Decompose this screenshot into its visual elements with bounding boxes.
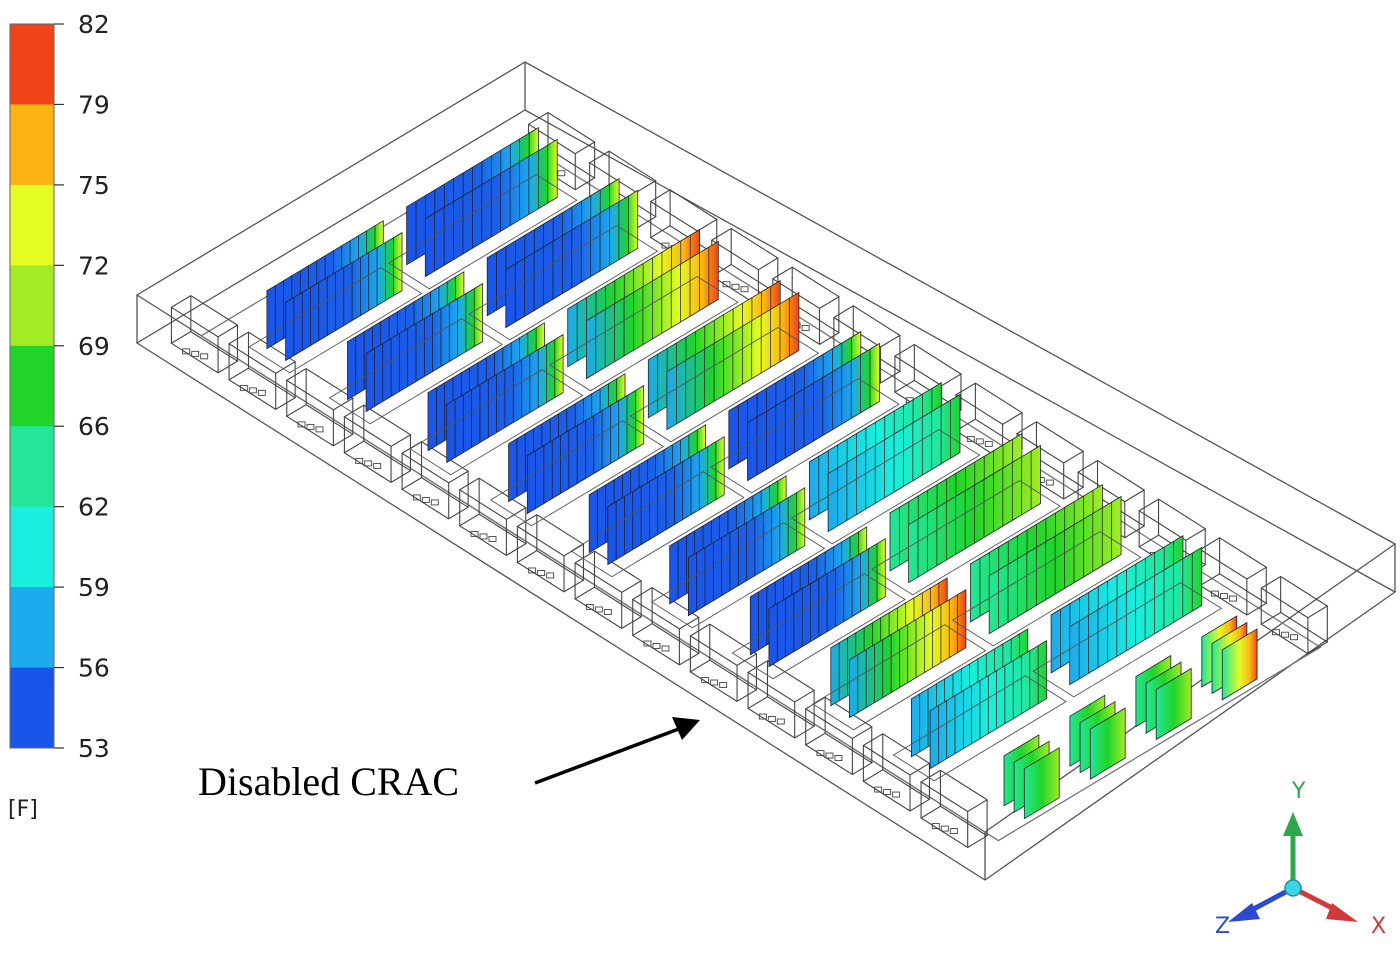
colorbar-segment xyxy=(10,667,54,749)
small-rack-block xyxy=(1003,734,1060,820)
crac-unit xyxy=(458,477,527,557)
rack-row-section xyxy=(548,228,739,392)
crac-unit xyxy=(631,587,700,666)
rack-row-section xyxy=(1032,534,1223,698)
colorbar-tick-label: 72 xyxy=(78,251,110,280)
colorbar-tick-label: 69 xyxy=(78,332,110,361)
temperature-colorbar xyxy=(9,23,55,749)
colorbar-tick-label: 75 xyxy=(78,171,110,200)
rack-row-section xyxy=(409,322,584,476)
crac-unit xyxy=(228,331,297,410)
colorbar-segment xyxy=(10,587,54,669)
rack-row-section xyxy=(871,432,1062,596)
triad-y-label: Y xyxy=(1291,779,1306,804)
crac-unit xyxy=(747,660,816,739)
rack-row-section xyxy=(650,475,826,629)
crac-unit xyxy=(285,367,354,447)
crac-unit xyxy=(170,294,239,374)
triad-z-arrowhead xyxy=(1228,903,1260,922)
rack-row-section xyxy=(892,628,1067,782)
crac-unit-disabled xyxy=(689,623,758,703)
colorbar-tick-label: 62 xyxy=(78,493,110,522)
colorbar-unit-label: [F] xyxy=(8,797,38,822)
rack-row-section xyxy=(629,279,820,443)
colorbar-tick-label: 59 xyxy=(78,573,110,602)
colorbar-tick-label: 79 xyxy=(78,90,110,119)
rack-row-section xyxy=(812,577,987,731)
rack-row-section xyxy=(731,526,906,680)
crac-unit xyxy=(804,696,873,776)
colorbar-ticks: 82 79 75 72 69 66 62 59 56 53 xyxy=(54,10,110,763)
crac-unit xyxy=(1260,575,1329,655)
crac-unit xyxy=(343,404,412,483)
colorbar-segment xyxy=(10,265,54,347)
colorbar-tick-label: 66 xyxy=(78,412,110,441)
triad-y-arrowhead xyxy=(1283,812,1303,836)
colorbar-tick-label: 56 xyxy=(78,654,110,683)
crac-unit xyxy=(920,769,989,849)
rack-row-section xyxy=(951,483,1142,647)
rack-row-section xyxy=(790,381,981,545)
annotation-label: Disabled CRAC xyxy=(198,759,459,804)
rack-row-section xyxy=(489,373,665,527)
disabled-crac-annotation: Disabled CRAC xyxy=(198,717,700,804)
rack-row-section xyxy=(248,220,423,374)
triad-z-label: Z xyxy=(1215,914,1230,939)
rack-row-section xyxy=(570,424,745,578)
rack-row-section xyxy=(387,126,578,290)
small-rack-block xyxy=(1069,694,1126,780)
rack-row-section xyxy=(710,330,900,494)
rack-row-section xyxy=(468,177,659,341)
axis-triad: Y X Z xyxy=(1215,779,1386,939)
colorbar-tick-label: 82 xyxy=(78,10,110,39)
crac-unit xyxy=(516,514,585,593)
colorbar-segment xyxy=(10,184,54,266)
rack-row-section xyxy=(328,271,504,425)
annotation-arrow-line xyxy=(534,725,685,785)
colorbar-segment xyxy=(10,506,54,588)
colorbar-tick-label: 53 xyxy=(78,734,110,763)
colorbar-frame xyxy=(9,23,55,749)
triad-x-arrowhead xyxy=(1326,903,1358,922)
colorbar-segment xyxy=(10,426,54,508)
crac-unit xyxy=(862,733,931,812)
rack-rows xyxy=(248,126,1258,820)
small-rack-block xyxy=(1201,615,1258,701)
annotation-arrowhead xyxy=(672,717,700,740)
data-center-room xyxy=(135,61,1397,881)
triad-x-label: X xyxy=(1371,914,1386,939)
triad-origin xyxy=(1284,879,1302,897)
crac-unit xyxy=(1199,537,1268,616)
colorbar-segment xyxy=(10,345,54,427)
colorbar-segment xyxy=(10,104,54,186)
colorbar-segment xyxy=(10,24,54,105)
crac-unit xyxy=(574,550,643,630)
small-rack-block xyxy=(1135,654,1192,741)
